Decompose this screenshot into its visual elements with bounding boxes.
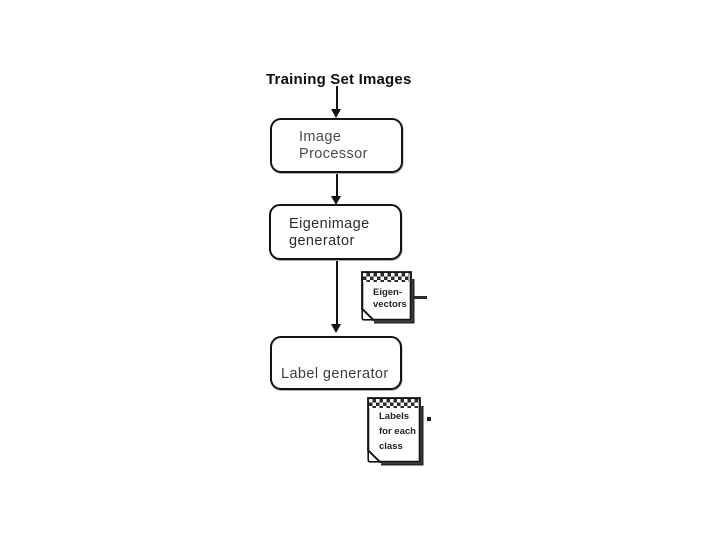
node-label-label-generator: Label generator xyxy=(281,366,389,382)
dash-mark xyxy=(414,296,427,299)
document-label-eigenvectors: Eigen- vectors xyxy=(373,287,407,310)
node-eigenimage-generator: Eigenimage generator xyxy=(269,204,402,260)
document-label-labels: Labels for each class xyxy=(379,411,416,452)
flow-arrow-line-1 xyxy=(335,86,338,110)
document-icon xyxy=(367,397,424,466)
arrow-head-icon-3 xyxy=(331,324,341,333)
document-binding-pattern xyxy=(369,399,418,408)
labels-document: Labels for each class xyxy=(367,397,428,470)
node-label-generator: Label generator xyxy=(270,336,402,390)
flow-arrow-line-2 xyxy=(335,174,338,197)
eigenvectors-document: Eigen- vectors xyxy=(361,271,419,328)
document-binding-pattern xyxy=(363,273,409,282)
node-label-image-processor: Image Processor xyxy=(299,129,368,162)
node-image-processor: Image Processor xyxy=(270,118,403,173)
arrow-head-icon-2 xyxy=(331,196,341,205)
document-icon xyxy=(361,271,415,324)
arrow-head-icon-1 xyxy=(331,109,341,118)
node-label-eigenimage-generator: Eigenimage generator xyxy=(289,216,370,249)
flow-arrow-line-3 xyxy=(335,261,338,325)
diagram-title: Training Set Images xyxy=(266,71,412,88)
bullet-dot xyxy=(427,417,431,421)
